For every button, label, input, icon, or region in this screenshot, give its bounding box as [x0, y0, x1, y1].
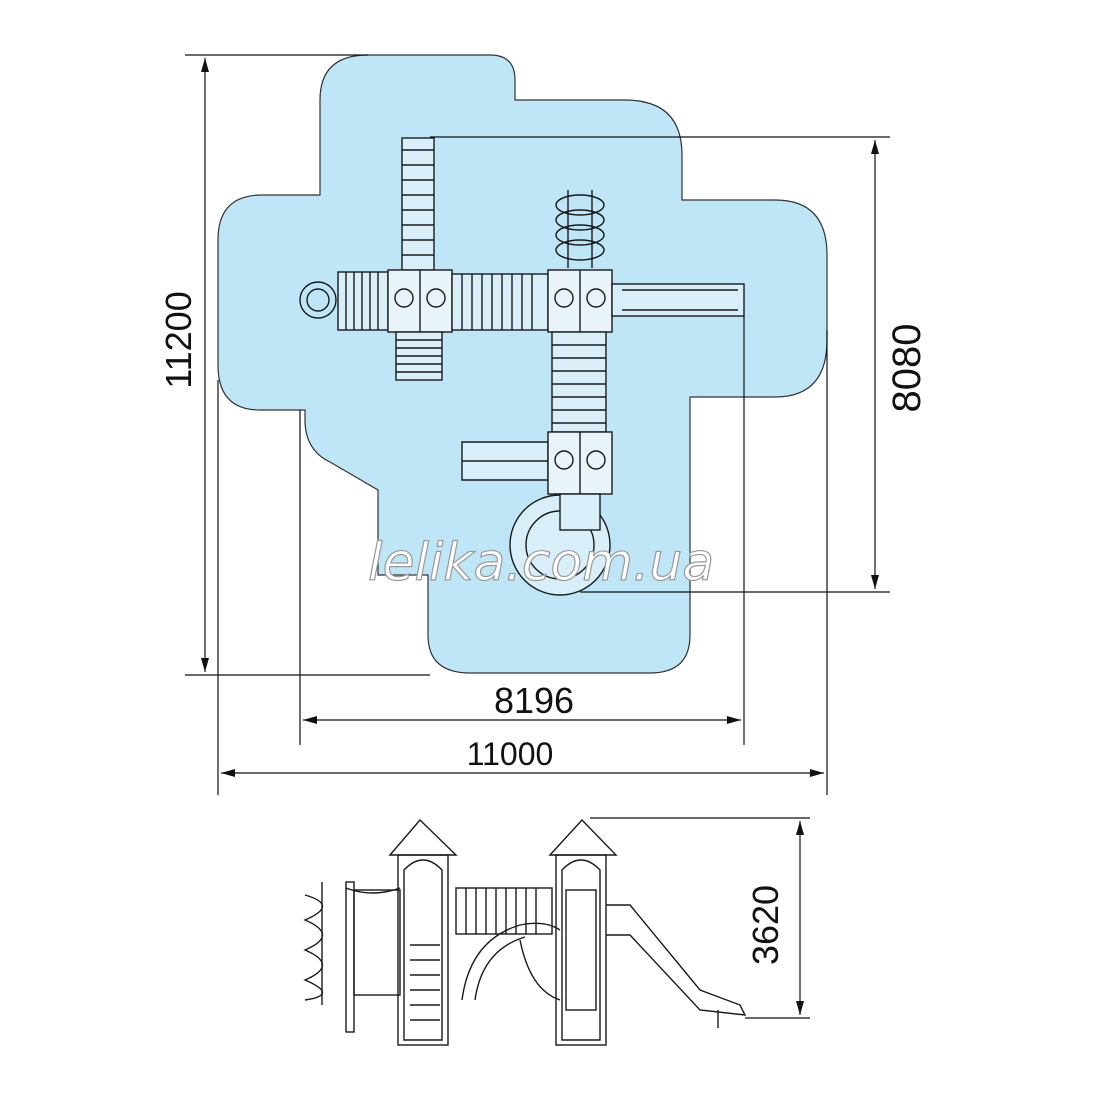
top-view-structure — [299, 137, 745, 596]
side-tower-2 — [548, 818, 618, 1046]
spiral-climber — [555, 190, 605, 268]
total-height-label: 11200 — [158, 291, 199, 388]
tower-3-platform — [547, 431, 613, 495]
dimension-lines — [185, 54, 890, 795]
steering-wheel — [299, 281, 337, 319]
side-spiral-climber — [303, 882, 324, 1005]
stairs-1 — [395, 331, 443, 381]
tower-2-platform — [547, 269, 613, 333]
watermark: lelika.com.ua — [368, 533, 714, 593]
side-tower-1 — [388, 818, 458, 1046]
small-slide — [461, 441, 549, 481]
left-bridge — [337, 271, 389, 331]
side-view-structure — [303, 818, 747, 1046]
tower-1-platform — [387, 269, 453, 333]
side-straight-slide — [606, 904, 747, 1028]
total-width-label: 11000 — [467, 736, 554, 772]
tower-height-label: 3620 — [745, 885, 786, 965]
safety-zone — [217, 54, 828, 674]
vertical-bridge — [551, 331, 607, 433]
spiral-slide — [509, 493, 611, 596]
side-dimension-lines — [590, 817, 810, 1019]
side-bridge — [455, 887, 553, 935]
middle-bridge — [451, 273, 549, 331]
structure-width-label: 8196 — [494, 680, 574, 721]
straight-slide — [611, 283, 745, 317]
top-ladder — [401, 137, 435, 271]
structure-height-label: 8080 — [885, 324, 929, 413]
